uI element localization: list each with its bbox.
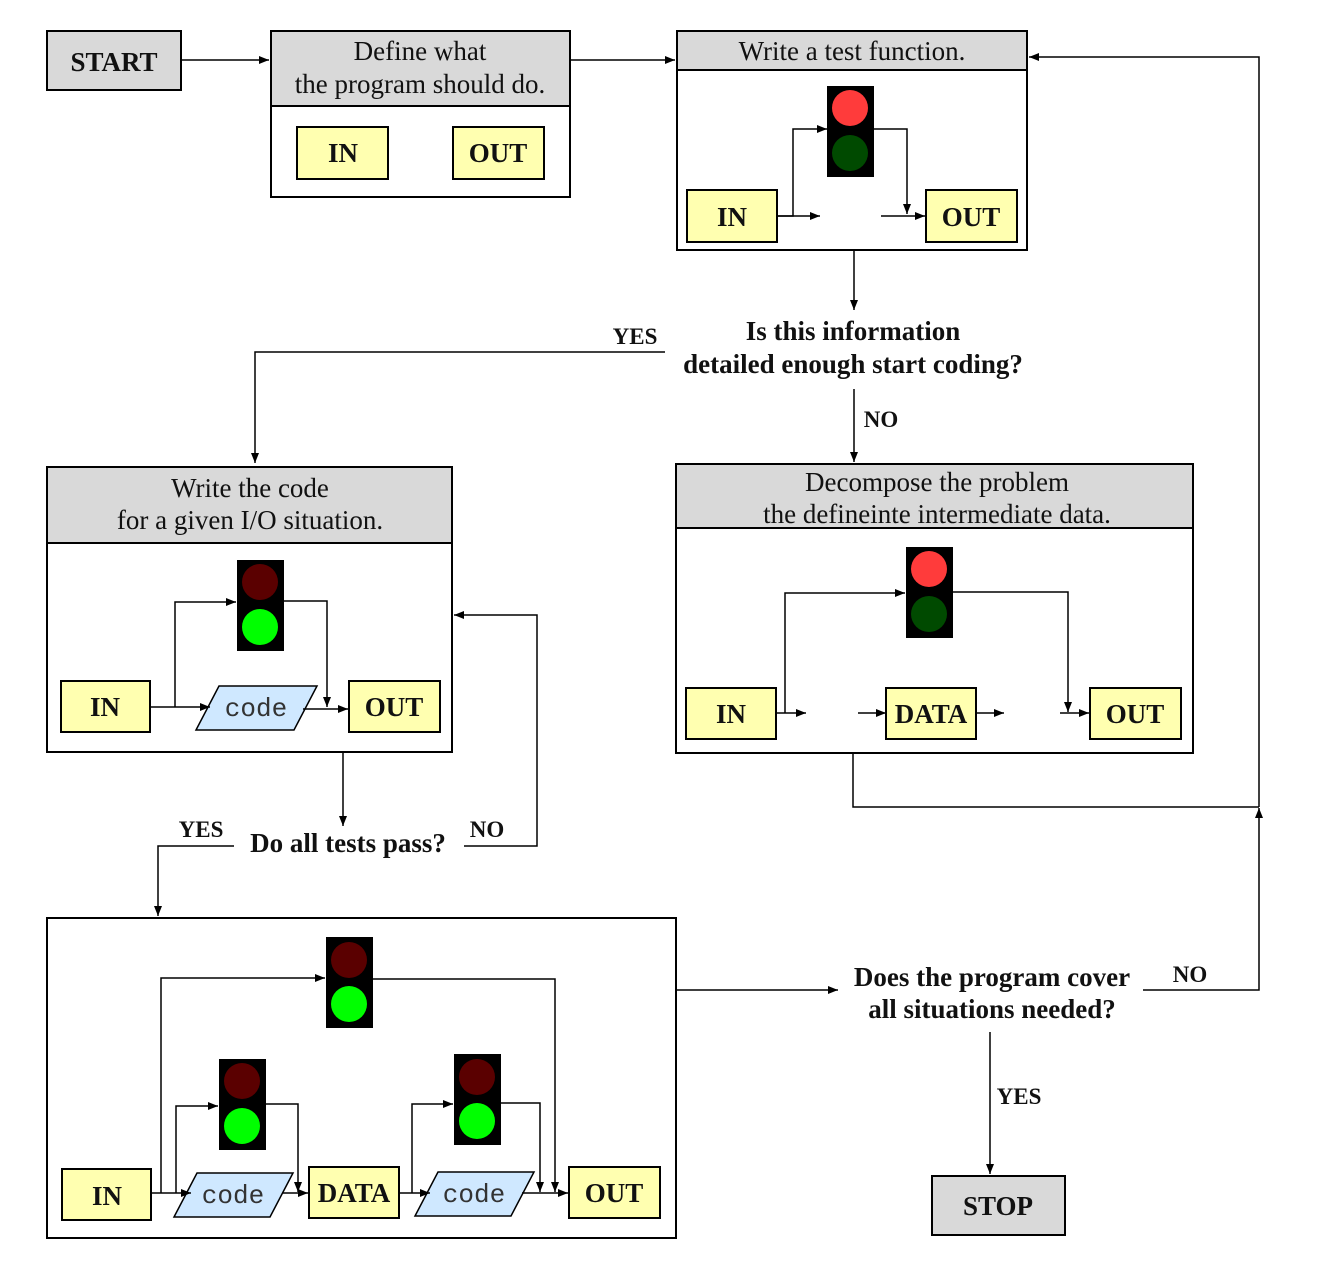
test-out-label: OUT [942,202,1001,232]
question-detail-line1: Is this information [746,316,961,346]
decompose-title-line2: the defineinte intermediate data. [763,499,1111,529]
write-code-in-box [60,680,151,733]
write-code-out-label: OUT [365,692,424,722]
traffic-light-icon [326,937,373,1028]
decompose-out-label: OUT [1106,699,1165,729]
define-title-line2: the program should do. [295,69,545,99]
define-in-box [296,126,389,180]
composite-out-label: OUT [585,1178,644,1208]
composite-code2-box [413,1171,536,1217]
write-code-in-label: IN [90,692,121,722]
decompose-out-box [1089,687,1182,740]
start-node: START [46,30,182,91]
question-detail-no: NO [864,407,899,432]
traffic-light-icon [827,86,874,177]
write-code-title-line1: Write the code [171,473,329,503]
decompose-title-line1: Decompose the problem [805,467,1069,497]
write-code-title-line2: for a given I/O situation. [117,505,383,535]
decompose-in-box [685,687,777,740]
define-out-box [452,126,545,180]
write-code-code-box [194,685,319,731]
composite-box: IN code DATA code OUT [46,917,677,1239]
define-out-label: OUT [469,138,528,168]
stop-node: STOP [931,1175,1066,1236]
question-cover-yes: YES [997,1084,1042,1109]
test-in-box [686,189,778,243]
connectors [154,53,1263,1174]
traffic-light-icon [219,1059,266,1150]
define-box: Define what the program should do. IN OU… [270,30,571,198]
decompose-in-label: IN [716,699,747,729]
composite-out-box [568,1166,661,1219]
composite-code1-label: code [202,1181,264,1211]
define-title-line1: Define what [354,36,487,66]
question-detail-yes: YES [613,324,658,349]
traffic-light-icon [454,1054,501,1145]
question-tests-text: Do all tests pass? [250,828,446,858]
composite-data-box [308,1166,400,1219]
composite-code2-label: code [443,1180,505,1210]
composite-in-label: IN [92,1181,123,1211]
decompose-data-label: DATA [895,699,968,729]
traffic-light-icon [237,560,284,651]
write-code-out-box [348,680,441,733]
test-out-box [925,189,1018,243]
question-cover-no: NO [1173,962,1208,987]
define-in-label: IN [328,138,359,168]
stop-label: STOP [963,1191,1033,1221]
question-cover: Does the program cover all situations ne… [854,962,1207,1109]
traffic-light-icon [906,547,953,638]
question-cover-line2: all situations needed? [868,994,1116,1024]
write-code-box: Write the code for a given I/O situation… [46,466,453,753]
question-detail: Is this information detailed enough star… [613,316,1023,432]
question-cover-line1: Does the program cover [854,962,1130,992]
question-tests: Do all tests pass? YES NO [179,817,505,858]
test-title: Write a test function. [739,36,966,66]
write-code-code-label: code [225,694,287,724]
composite-in-box [61,1168,152,1221]
test-in-label: IN [717,202,748,232]
start-label: START [70,47,157,77]
question-tests-no: NO [470,817,505,842]
test-box: Write a test function. IN OUT [676,30,1028,251]
composite-code1-box [172,1172,295,1218]
decompose-box: Decompose the problem the defineinte int… [675,463,1194,754]
composite-data-label: DATA [318,1178,391,1208]
question-detail-line2: detailed enough start coding? [683,349,1023,379]
question-tests-yes: YES [179,817,224,842]
